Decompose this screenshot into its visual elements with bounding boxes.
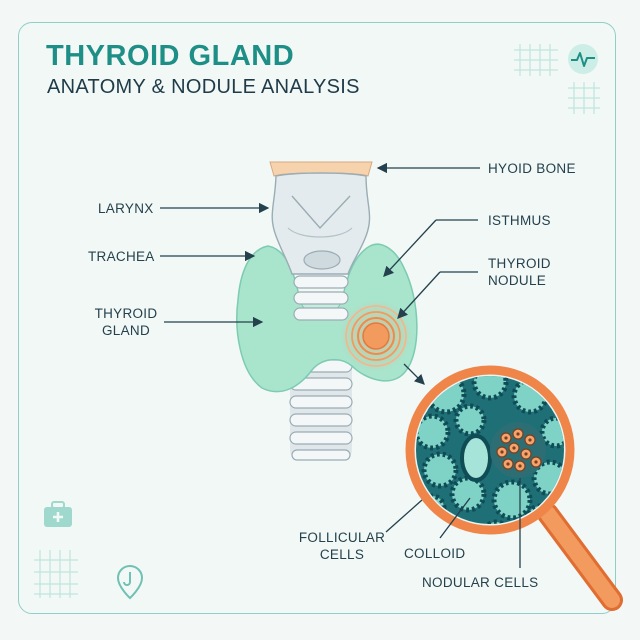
nodular-cell-cluster — [490, 422, 546, 478]
colloid-area — [462, 436, 490, 480]
label-larynx: LARYNX — [98, 200, 154, 217]
label-isthmus: ISTHMUS — [488, 212, 551, 229]
page-title: THYROID GLAND — [46, 40, 294, 73]
decor-grid-bottom-left — [34, 550, 78, 598]
page-subtitle: ANATOMY & NODULE ANALYSIS — [47, 76, 360, 99]
label-hyoid-bone: HYOID BONE — [488, 160, 576, 177]
thyroid-nodule — [340, 300, 412, 372]
medical-kit-icon — [44, 502, 72, 527]
label-thyroid-gland: THYROID GLAND — [86, 305, 166, 339]
label-thyroid-nodule-line2: NODULE — [488, 272, 551, 289]
location-pin-icon — [118, 566, 142, 598]
label-follicular-cells-line1: FOLLICULAR — [292, 529, 392, 546]
label-thyroid-nodule-line1: THYROID — [488, 255, 551, 272]
label-thyroid-nodule: THYROID NODULE — [488, 255, 551, 289]
heartbeat-icon — [568, 44, 598, 74]
label-thyroid-gland-line2: GLAND — [86, 322, 166, 339]
label-follicular-cells: FOLLICULAR CELLS — [292, 529, 392, 563]
label-nodular-cells: NODULAR CELLS — [422, 574, 538, 591]
label-follicular-cells-line2: CELLS — [292, 546, 392, 563]
label-thyroid-gland-line1: THYROID — [86, 305, 166, 322]
label-trachea: TRACHEA — [88, 248, 155, 265]
label-colloid: COLLOID — [404, 545, 465, 562]
